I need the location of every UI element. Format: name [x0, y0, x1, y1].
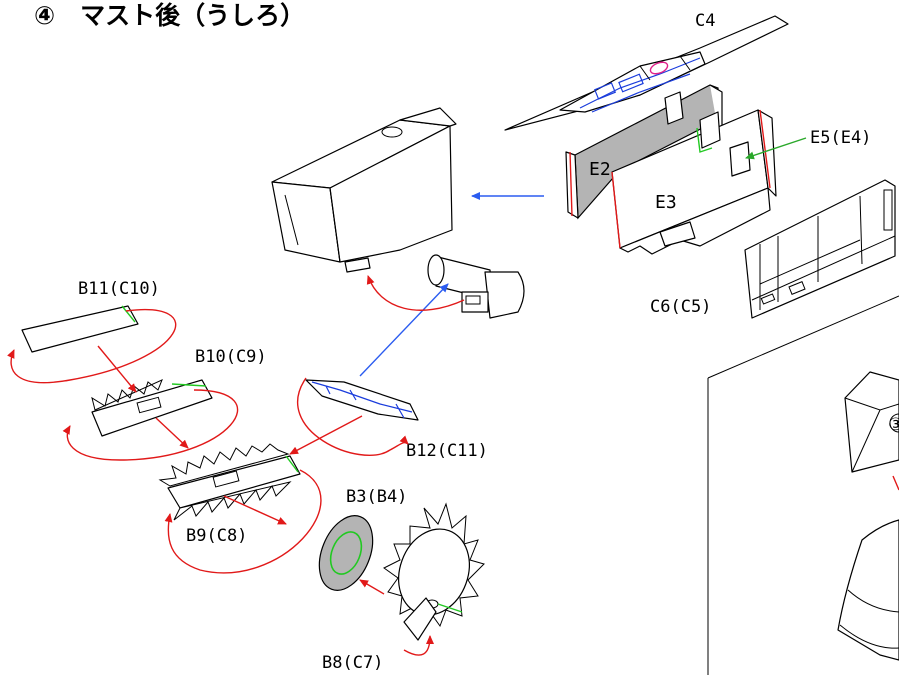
e5-pointer-arrow — [745, 137, 807, 160]
part-cylinder-unit — [427, 254, 525, 319]
part-b10 — [91, 379, 213, 437]
label-b10: B10(C9) — [195, 347, 267, 367]
label-e3: E3 — [655, 192, 677, 213]
label-b9: B9(C8) — [186, 526, 247, 546]
label-c4: C4 — [695, 11, 715, 31]
label-b8: B8(C7) — [322, 653, 383, 673]
label-c6: C6(C5) — [650, 297, 711, 317]
label-e5: E5(E4) — [810, 128, 871, 148]
part-c4 — [504, 15, 789, 131]
label-b11: B11(C10) — [78, 279, 160, 299]
part-b12 — [305, 379, 419, 421]
part-e3 — [611, 109, 777, 255]
page-title: ④ マスト後（うしろ） — [34, 1, 305, 30]
step-3-marker: ③ — [888, 415, 899, 435]
part-mast-housing — [271, 107, 457, 273]
inset-step3-preview — [707, 295, 899, 675]
part-b9 — [158, 443, 301, 521]
part-b11 — [21, 305, 139, 353]
label-b12: B12(C11) — [406, 441, 488, 461]
part-b3 — [318, 515, 374, 591]
label-e2: E2 — [589, 159, 611, 180]
red-fold-arrows — [7, 275, 465, 656]
part-b8 — [383, 502, 485, 641]
part-e2 — [565, 84, 723, 220]
label-b3: B3(B4) — [346, 487, 407, 507]
part-c6 — [744, 179, 896, 319]
arrow-b12-to-unit — [359, 283, 449, 377]
